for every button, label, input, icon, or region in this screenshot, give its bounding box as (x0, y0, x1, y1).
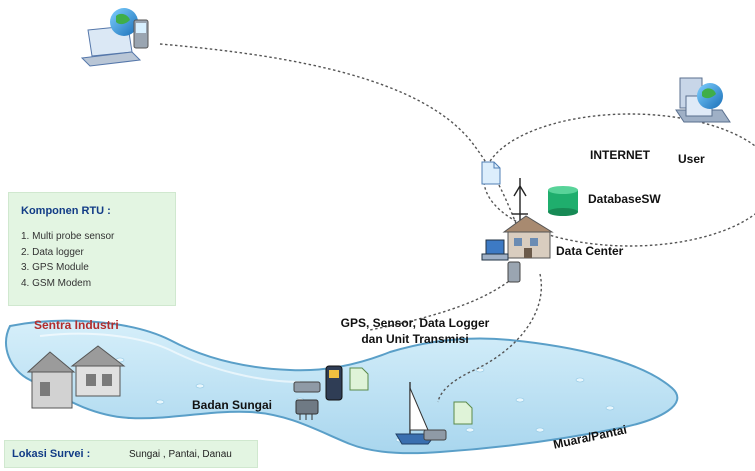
rtu-item: 4. GSM Modem (21, 277, 92, 289)
network-links (159, 43, 755, 403)
data-center-building-icon (481, 215, 554, 283)
user-computer-globe-icon (675, 77, 731, 123)
link-dc-to-estuary (437, 273, 542, 403)
laptop-phone-globe-icon (80, 8, 149, 67)
sensor-probe-icon (293, 365, 369, 420)
document-icon (481, 161, 501, 185)
link-laptop-to-dc (159, 43, 523, 239)
transmission-label-line1: GPS, Sensor, Data Logger (340, 316, 490, 330)
rtu-item: 1. Multi probe sensor (21, 231, 115, 242)
internet-label: INTERNET (590, 148, 650, 162)
river-label: Badan Sungai (192, 398, 273, 412)
transmission-label-line2: dan Unit Transmisi (361, 332, 469, 346)
boat-icon (395, 382, 473, 445)
database-icon (548, 186, 578, 216)
database-label: DatabaseSW (588, 192, 661, 206)
rtu-panel-title: Komponen RTU : (21, 205, 111, 217)
rtu-components-list: 1. Multi probe sensor 2. Data logger 3. … (21, 229, 114, 291)
rtu-item: 2. Data logger (21, 246, 84, 258)
survey-value: Sungai , Pantai, Danau (129, 449, 232, 460)
survey-location-panel: Lokasi Survei : Sungai , Pantai, Danau (4, 440, 258, 468)
user-label: User (678, 152, 705, 166)
rtu-components-panel: Komponen RTU : 1. Multi probe sensor 2. … (8, 192, 176, 306)
factory-icon (26, 345, 126, 409)
industry-label: Sentra Industri (34, 318, 119, 332)
data-center-label: Data Center (556, 244, 624, 258)
rtu-item: 3. GPS Module (21, 262, 89, 273)
survey-title: Lokasi Survei : (12, 448, 91, 460)
internet-cloud (483, 113, 755, 247)
river-highlight (39, 332, 301, 383)
